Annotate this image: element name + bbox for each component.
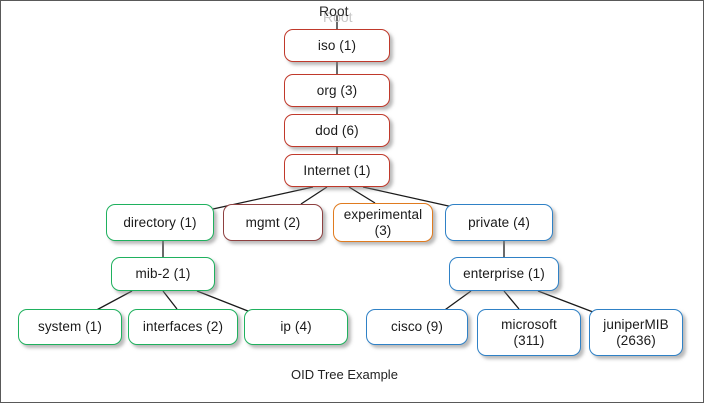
edge-internet-to-mgmt <box>300 186 328 205</box>
node-label-interfaces: interfaces (2) <box>142 319 224 334</box>
node-ip[interactable]: ip (4) <box>244 309 348 345</box>
node-label-system: system (1) <box>37 319 102 334</box>
node-internet[interactable]: Internet (1) <box>284 154 390 187</box>
node-private[interactable]: private (4) <box>445 204 553 241</box>
node-label-line: juniperMIB <box>603 316 669 332</box>
node-label-microsoft: microsoft(311) <box>497 317 561 349</box>
node-org[interactable]: org (3) <box>284 74 390 107</box>
node-label-cisco: cisco (9) <box>391 319 443 334</box>
node-label-ip: ip (4) <box>280 319 312 334</box>
node-label-mgmt: mgmt (2) <box>245 214 301 230</box>
root-label: Root <box>319 3 349 19</box>
node-mgmt[interactable]: mgmt (2) <box>223 204 323 241</box>
node-interfaces[interactable]: interfaces (2) <box>128 309 238 345</box>
node-label-private: private (4) <box>468 214 530 230</box>
node-directory[interactable]: directory (1) <box>106 204 214 241</box>
node-cisco[interactable]: cisco (9) <box>366 309 468 345</box>
node-experimental[interactable]: experimental(3) <box>333 203 433 242</box>
node-microsoft[interactable]: microsoft(311) <box>477 309 581 356</box>
node-label-enterprise: enterprise (1) <box>463 266 545 281</box>
node-label-mib2: mib-2 (1) <box>135 266 191 281</box>
node-label-dod: dod (6) <box>315 122 359 138</box>
node-label-line: (3) <box>374 222 392 238</box>
node-system[interactable]: system (1) <box>18 309 122 345</box>
node-label-line: microsoft <box>501 316 557 332</box>
node-juniperMIB[interactable]: juniperMIB(2636) <box>589 309 683 356</box>
node-dod[interactable]: dod (6) <box>284 114 390 147</box>
edge-enterprise-to-microsoft <box>503 290 520 310</box>
node-label-internet: Internet (1) <box>303 162 371 178</box>
node-label-line: (311) <box>513 332 545 348</box>
node-enterprise[interactable]: enterprise (1) <box>449 257 559 291</box>
diagram-caption: OID Tree Example <box>291 367 398 382</box>
node-iso[interactable]: iso (1) <box>284 29 390 62</box>
edge-internet-to-experimental <box>348 186 376 204</box>
node-label-experimental: experimental(3) <box>340 207 427 239</box>
node-label-line: (2636) <box>616 332 656 348</box>
edge-mib2-to-interfaces <box>162 290 178 310</box>
root-label-shadow: Root <box>323 9 353 25</box>
node-label-iso: iso (1) <box>317 37 357 53</box>
node-label-directory: directory (1) <box>123 214 197 230</box>
node-mib2[interactable]: mib-2 (1) <box>111 257 215 291</box>
node-label-org: org (3) <box>316 82 358 98</box>
node-label-line: experimental <box>343 206 423 222</box>
node-label-juniperMIB: juniperMIB(2636) <box>599 317 673 349</box>
